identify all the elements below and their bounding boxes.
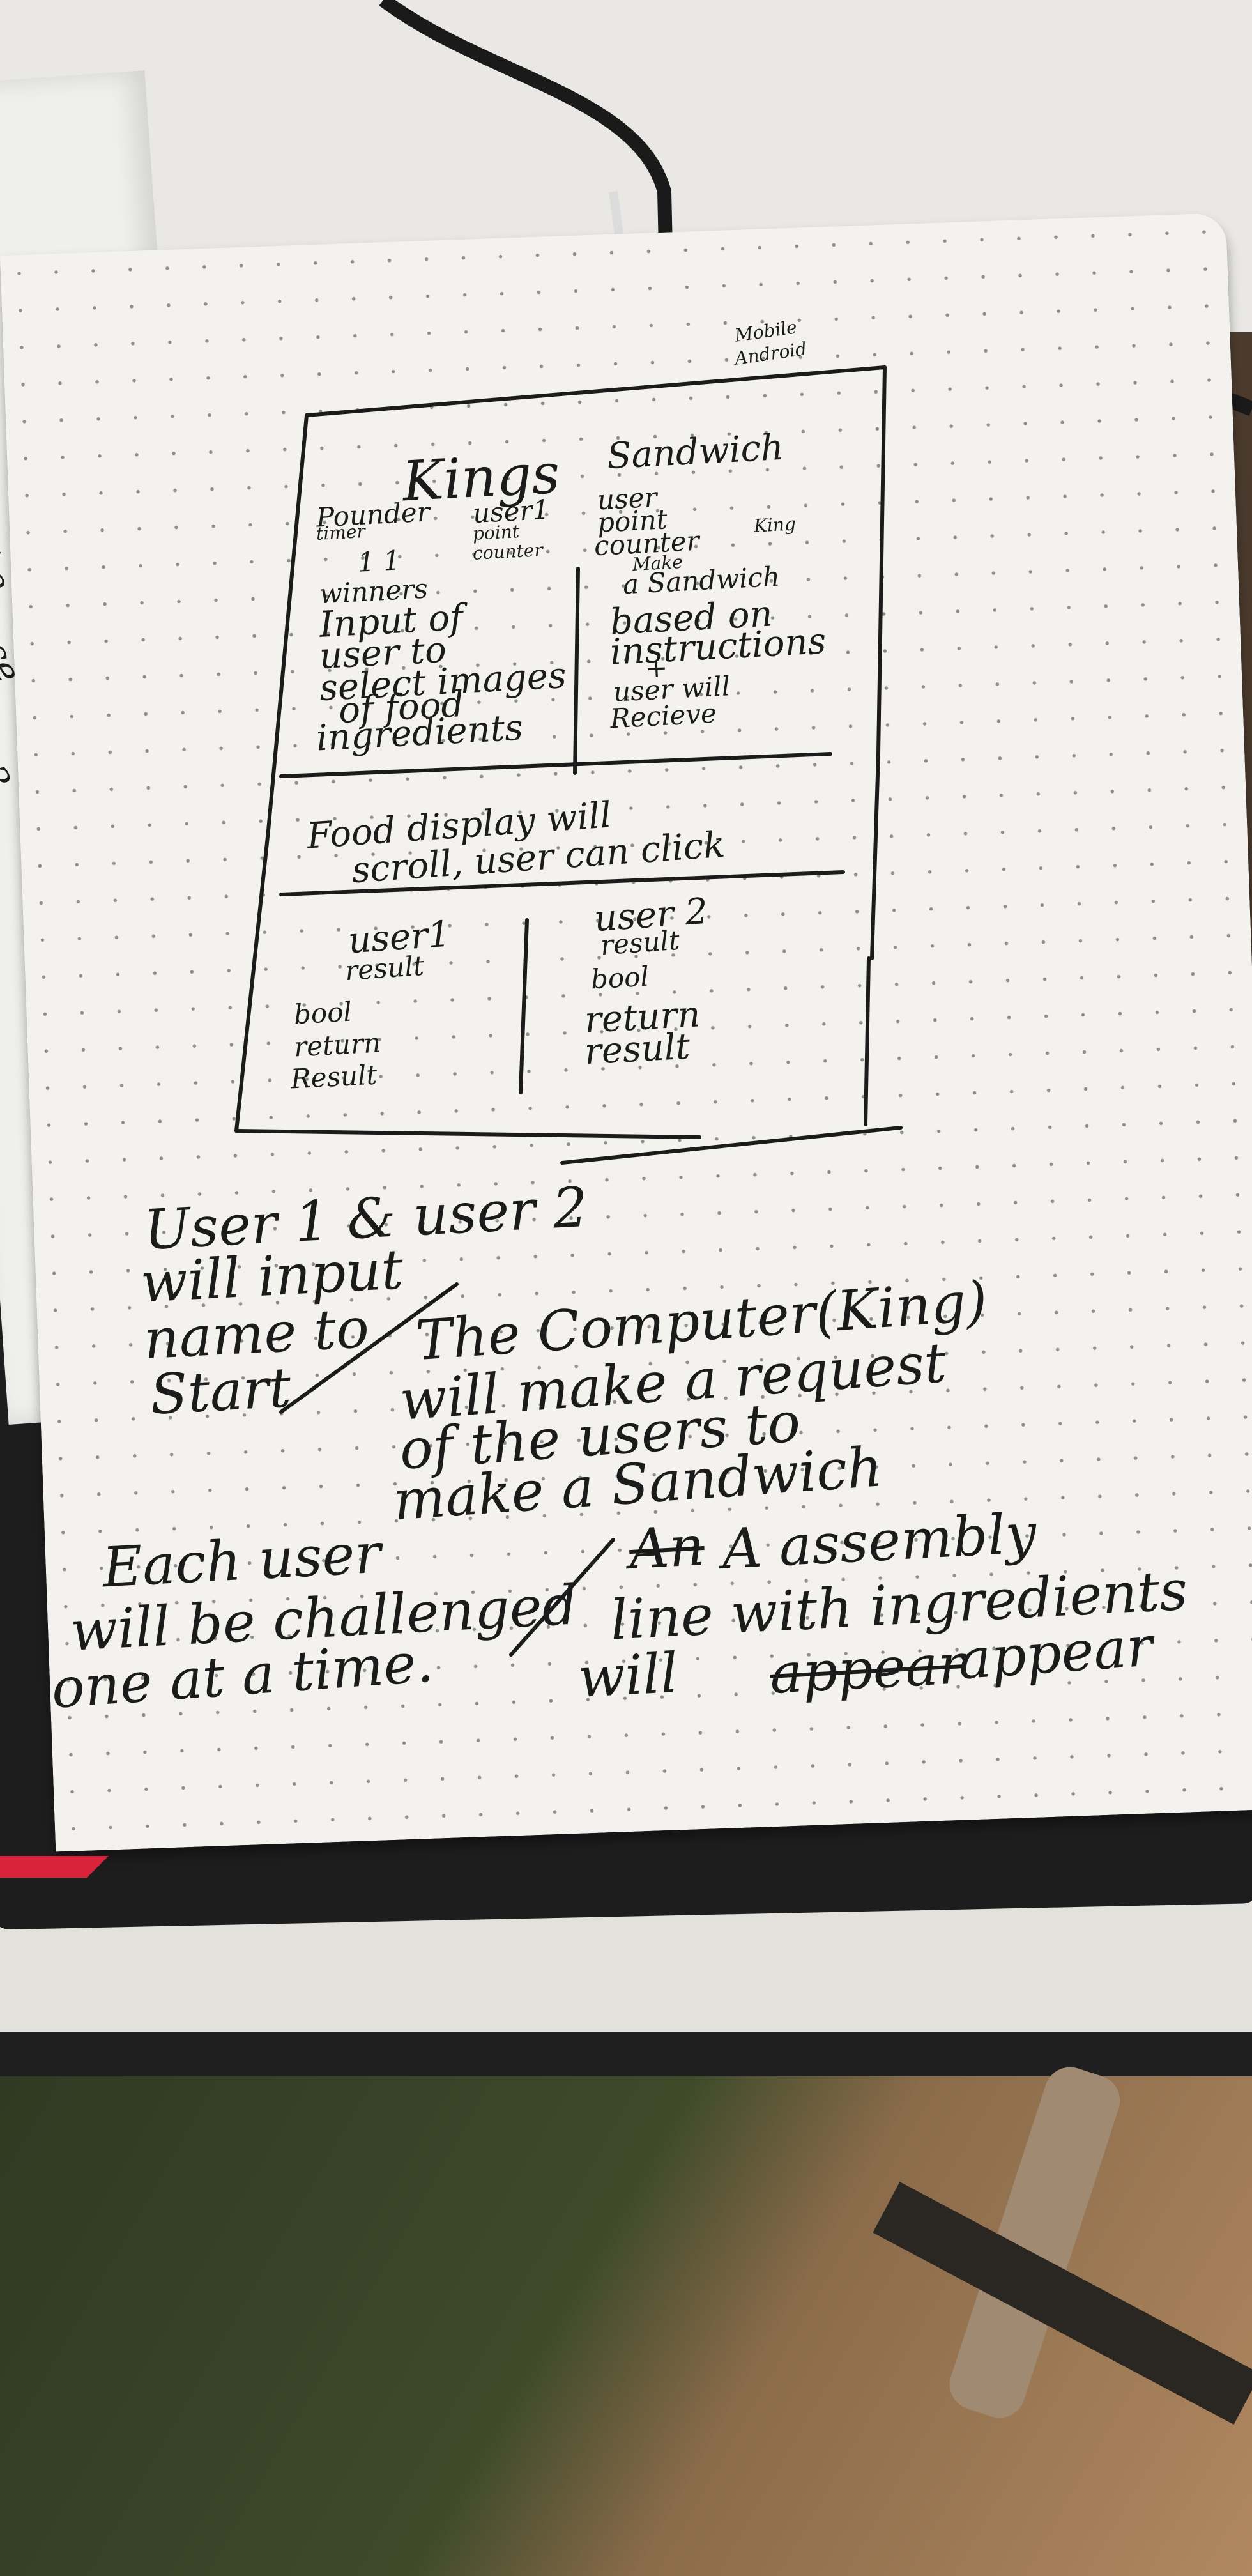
panel-text: Result xyxy=(289,1059,378,1095)
panel-text: return xyxy=(293,1027,382,1063)
ribbon-bookmark xyxy=(0,1856,109,1878)
underline-stroke xyxy=(560,1126,903,1165)
panel-text: 1 1 xyxy=(356,544,402,578)
note-text: A assembly xyxy=(720,1501,1038,1582)
notes-slash-1 xyxy=(279,1282,459,1414)
middle-band-bottom-line xyxy=(279,870,845,896)
panel-text: bool xyxy=(293,995,353,1031)
desk-edge xyxy=(0,2032,1252,2076)
struck-note-text: appear xyxy=(768,1632,966,1706)
top-panel-bottom-line xyxy=(279,752,832,778)
wireframe-left-border xyxy=(234,413,309,1133)
panel-text: Recieve xyxy=(609,697,718,735)
panel-text: ingredients xyxy=(315,707,524,760)
wireframe-title-right: Sandwich xyxy=(606,426,785,478)
wireframe-top-border xyxy=(305,365,887,417)
panel-text: counter xyxy=(472,539,544,564)
panel-text: bool xyxy=(590,960,650,995)
wireframe-right-border xyxy=(870,365,887,960)
note-text: appear xyxy=(956,1614,1155,1692)
wireframe-bottom-border xyxy=(234,1129,701,1139)
note-text: Start xyxy=(148,1356,293,1427)
panel-text: result xyxy=(583,1025,691,1073)
panel-text: point xyxy=(472,521,520,544)
panel-text: a Sandwich xyxy=(622,560,781,601)
top-panel-divider xyxy=(573,567,580,775)
wireframe-right-border-lower xyxy=(864,956,871,1126)
panel-text: instructions xyxy=(609,620,827,673)
wireframe-sketch xyxy=(234,365,903,1657)
note-text: will xyxy=(576,1641,680,1711)
bottom-panel-divider xyxy=(519,918,529,1094)
panel-text: result xyxy=(344,949,425,987)
notes-slash-2 xyxy=(509,1538,615,1657)
panel-text: result xyxy=(599,924,681,962)
panel-text: timer xyxy=(316,521,366,544)
panel-text: King xyxy=(753,513,797,537)
struck-note-text: An xyxy=(627,1514,706,1583)
